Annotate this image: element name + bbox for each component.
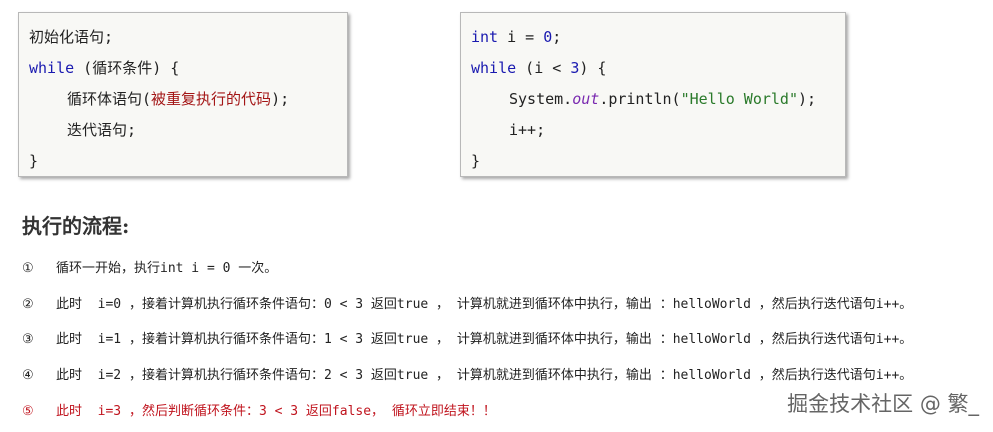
code-line-while: while (i < 3) { [471,56,835,87]
code-line-close: } [471,152,481,170]
code-text: (i < [516,59,571,77]
step-text: 此时 i=2 ，接着计算机执行循环条件语句：2 < 3 返回true ， 计算机… [56,368,913,383]
step-marker: ④ [22,368,34,383]
step-text: 循环一开始，执行int i = 0 一次。 [56,261,278,276]
code-line-iterate: 迭代语句; [67,121,137,139]
code-line-body: 循环体语句(被重复执行的代码); [29,87,337,118]
body-prefix: 循环体语句( [67,90,152,108]
step-3: ③ 此时 i=1 ，接着计算机执行循环条件语句：1 < 3 返回true ， 计算… [22,328,912,347]
section-heading: 执行的流程: [22,214,130,238]
watermark: 掘金技术社区 @ 繁_ [787,392,979,416]
code-line-close: } [29,152,39,170]
code-line-iterate: i++; [509,121,546,139]
string-literal: "Hello World" [680,90,798,108]
step-marker: ② [22,297,34,312]
code-line-println: System.out.println("Hello World"); [471,87,835,118]
code-text: i = [498,28,544,46]
code-text: ); [798,90,817,108]
keyword-int: int [471,28,499,46]
code-text: ) { [579,59,607,77]
field-out: out [572,90,600,108]
code-text: System. [509,90,573,108]
step-4: ④ 此时 i=2 ，接着计算机执行循环条件语句：2 < 3 返回true ， 计算… [22,364,912,383]
step-text: 此时 i=3 ，然后判断循环条件：3 < 3 返回false， 循环立即结束！！ [56,404,496,419]
step-1: ① 循环一开始，执行int i = 0 一次。 [22,257,277,276]
code-text: ; [552,28,562,46]
code-line-while: while (循环条件) { [29,56,337,87]
keyword-while: while [29,59,75,77]
step-marker: ① [22,261,34,276]
step-text: 此时 i=1 ，接着计算机执行循环条件语句：1 < 3 返回true ， 计算机… [56,332,913,347]
while-condition: (循环条件) { [74,59,180,77]
code-block-example: int i = 0; while (i < 3) { System.out.pr… [460,12,846,177]
body-highlight: 被重复执行的代码 [151,90,272,108]
code-line-init: 初始化语句; [29,28,114,46]
step-marker: ⑤ [22,404,34,419]
step-text: 此时 i=0 ，接着计算机执行循环条件语句：0 < 3 返回true ， 计算机… [56,297,913,312]
step-2: ② 此时 i=0 ，接着计算机执行循环条件语句：0 < 3 返回true ， 计算… [22,293,912,312]
code-block-syntax: 初始化语句; while (循环条件) { 循环体语句(被重复执行的代码); 迭… [18,12,348,177]
step-5: ⑤ 此时 i=3 ，然后判断循环条件：3 < 3 返回false， 循环立即结束！… [22,400,496,419]
number-literal: 3 [570,59,580,77]
code-text: .println( [599,90,681,108]
body-suffix: ); [271,90,290,108]
code-line-init: int i = 0; [471,25,835,56]
keyword-while: while [471,59,517,77]
step-marker: ③ [22,332,34,347]
number-literal: 0 [543,28,553,46]
